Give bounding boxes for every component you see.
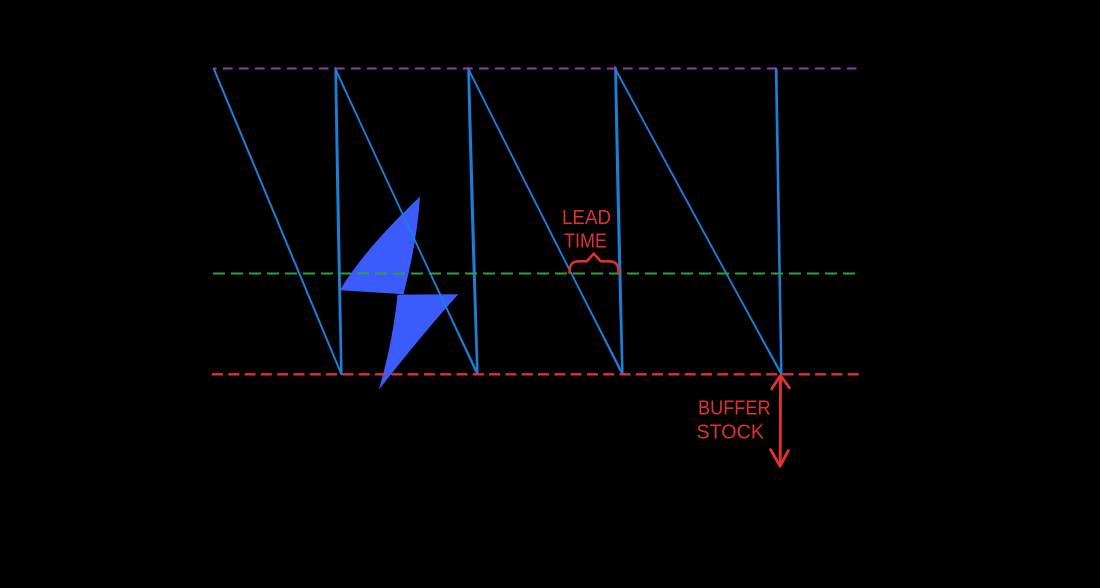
svg-text:STOCK: STOCK: [697, 422, 765, 444]
svg-text:LEAD: LEAD: [562, 207, 611, 229]
svg-text:TIME: TIME: [564, 231, 607, 253]
svg-text:BUFFER: BUFFER: [698, 397, 771, 419]
